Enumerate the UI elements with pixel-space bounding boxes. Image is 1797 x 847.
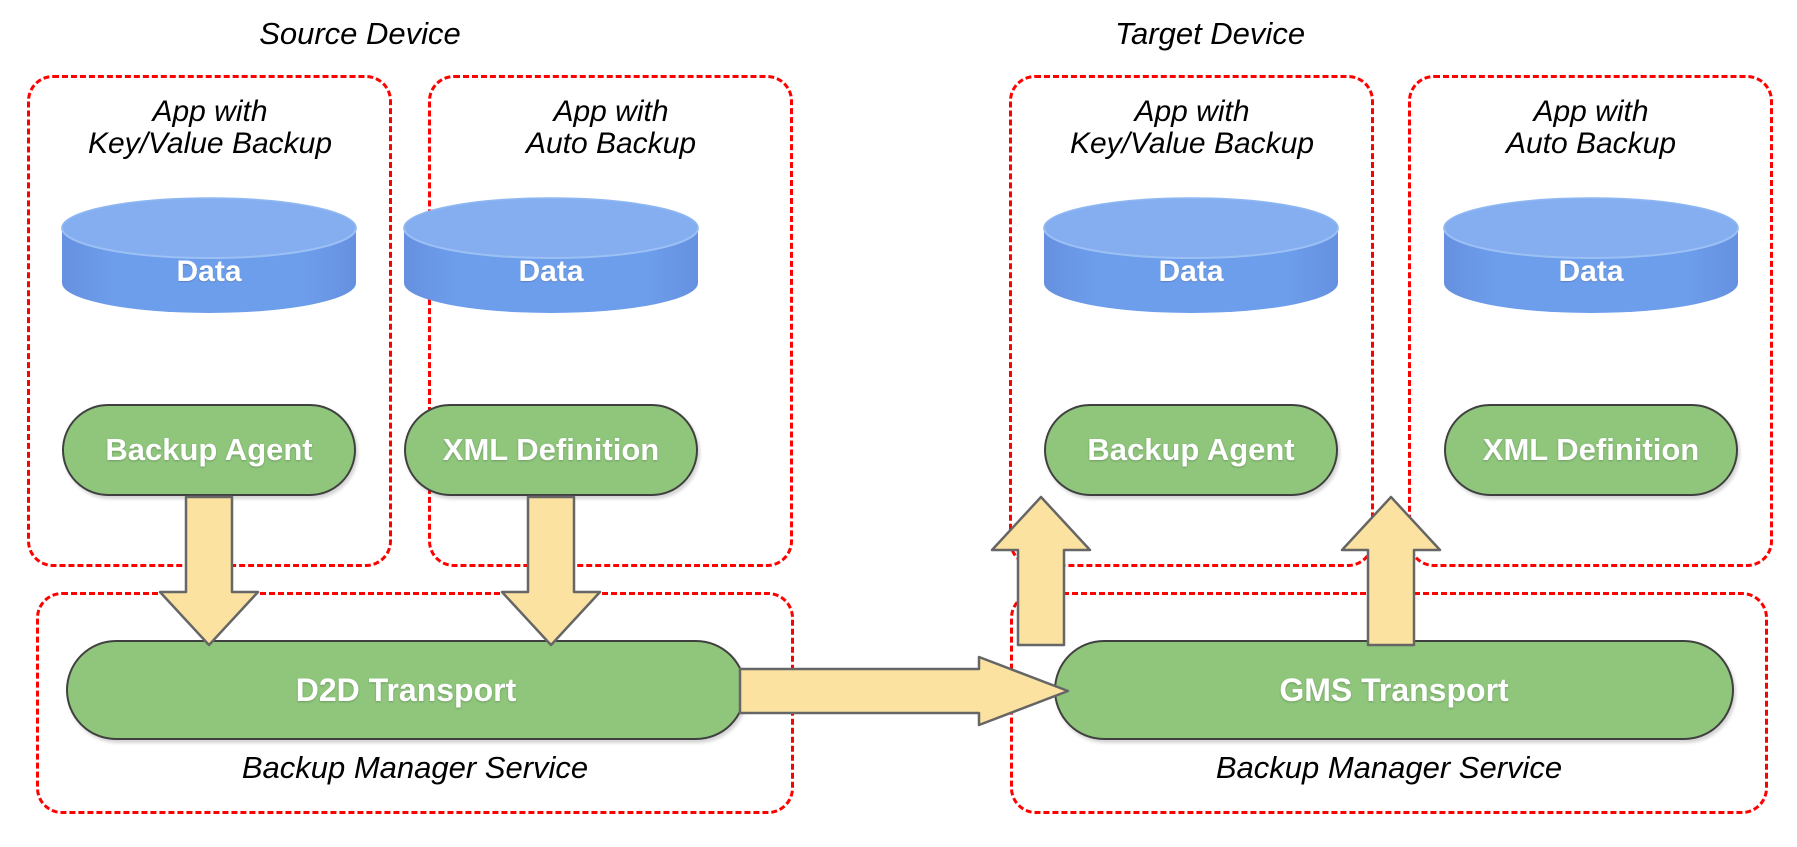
data-cylinder-label-target-kv: Data: [1158, 255, 1224, 288]
app-caption-target-auto: App with Auto Backup: [1505, 95, 1677, 161]
data-cylinder-label-source-kv: Data: [176, 255, 242, 288]
app-container-target-auto: [1408, 75, 1773, 567]
data-cylinder-target-kv: Data: [1043, 197, 1339, 313]
data-cylinder-source-auto: Data: [403, 197, 699, 313]
app-caption-source-auto: App with Auto Backup: [525, 95, 697, 161]
data-cylinder-target-auto: Data: [1443, 197, 1739, 313]
device-title-target: Target Device: [1114, 16, 1306, 51]
transport-pill-label-d2d: D2D Transport: [295, 671, 517, 708]
transport-pill-gms[interactable]: GMS Transport: [1054, 640, 1734, 740]
component-pill-source-auto[interactable]: XML Definition: [404, 404, 698, 496]
component-pill-label-source-kv: Backup Agent: [105, 432, 313, 467]
transport-pill-d2d[interactable]: D2D Transport: [66, 640, 746, 740]
transport-pill-label-gms: GMS Transport: [1279, 671, 1509, 708]
data-cylinder-source-kv: Data: [61, 197, 357, 313]
app-caption-source-kv: App with Key/Value Backup: [87, 95, 333, 161]
service-caption-source: Backup Manager Service: [241, 750, 589, 785]
app-caption-target-kv: App with Key/Value Backup: [1069, 95, 1315, 161]
component-pill-target-auto[interactable]: XML Definition: [1444, 404, 1738, 496]
data-cylinder-label-source-auto: Data: [518, 255, 584, 288]
arrow-source-auto-down-icon: [500, 495, 602, 647]
app-container-target-kv: [1009, 75, 1374, 567]
component-pill-target-kv[interactable]: Backup Agent: [1044, 404, 1338, 496]
component-pill-label-target-kv: Backup Agent: [1087, 432, 1295, 467]
component-pill-label-source-auto: XML Definition: [442, 432, 660, 467]
arrow-target-kv-up-icon: [990, 495, 1092, 647]
device-title-source: Source Device: [259, 16, 461, 51]
arrow-target-auto-up-icon: [1340, 495, 1442, 647]
component-pill-source-kv[interactable]: Backup Agent: [62, 404, 356, 496]
arrow-source-kv-down-icon: [158, 495, 260, 647]
arrow-transport-right-icon: [738, 655, 1070, 727]
data-cylinder-label-target-auto: Data: [1558, 255, 1624, 288]
app-container-source-auto: [428, 75, 793, 567]
service-caption-target: Backup Manager Service: [1215, 750, 1563, 785]
component-pill-label-target-auto: XML Definition: [1482, 432, 1700, 467]
